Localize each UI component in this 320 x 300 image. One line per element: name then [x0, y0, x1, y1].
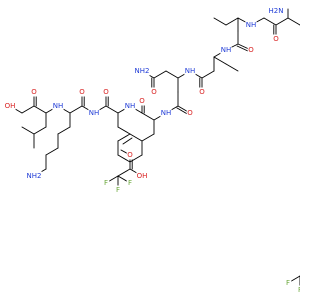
bond-32 [141, 133, 155, 142]
carbonyl-o-lys: O [79, 88, 85, 96]
carbonyl-o-ile1-bg [247, 45, 255, 55]
bond-65 [33, 126, 47, 135]
carbonyl-o-glu: O [103, 88, 109, 96]
peptide-structure-svg: H2NOOHNHONHONHONH2ONHONHONHONHOOHNH2OOHF… [4, 6, 300, 295]
tfa2-fluorine-1: F [286, 279, 290, 287]
amine-h2n-top-bg [268, 6, 284, 16]
bond-16 [225, 63, 239, 72]
bond-40 [122, 137, 133, 145]
amide-nh-3-bg [184, 66, 196, 76]
molecule-diagram: H2NOOHNHONHONHONH2ONHONHONHONHOOHNH2OOHF… [4, 6, 300, 295]
tfa1-hydroxyl-oh: OH [137, 172, 148, 180]
bond-57 [45, 147, 59, 156]
carbonyl-o-ile2-bg [198, 87, 206, 97]
amide-nh-6: NH [89, 109, 100, 117]
bond-layer [9, 8, 300, 291]
tfa1-carbonyl-o: O [127, 151, 133, 159]
bond-51 [69, 105, 83, 114]
carbonyl-o-ser: O [273, 35, 279, 43]
amine-h2n-top: H2N [269, 7, 284, 15]
amide-nh-6-bg [88, 108, 100, 118]
bond-41 [141, 112, 155, 121]
tfa1-carbonyl-o-bg [126, 150, 134, 160]
tfa1-fluorine-2-bg [114, 185, 122, 195]
amide-nh-5: NH [125, 102, 136, 110]
carboxyl-oh-leu-bg [4, 101, 16, 111]
bond-37 [117, 133, 131, 142]
bond-15 [213, 56, 227, 65]
bond-45 [105, 105, 119, 114]
bond-1 [287, 17, 300, 26]
carbonyl-o-glu-bg [102, 87, 110, 97]
carbonyl-o-lys-bg [78, 87, 86, 97]
bond-35 [117, 154, 131, 163]
carbonyl-o-phe-bg [138, 96, 146, 106]
amine-nh2-lys-bg [26, 171, 42, 181]
bond-38 [129, 133, 143, 142]
bond-18 [201, 70, 215, 79]
bond-23 [153, 70, 167, 79]
bond-67 [21, 126, 35, 135]
amide-nh-3: NH [185, 67, 196, 75]
carbonyl-o-asn-bg [186, 108, 194, 118]
tfa1-fluorine-1: F [104, 179, 108, 187]
carbonyl-o-ile2: O [199, 88, 205, 96]
amide-nh-4: NH [161, 109, 172, 117]
amide-nh-1-bg [245, 20, 257, 30]
bond-62 [21, 105, 35, 114]
bond-9 [213, 17, 227, 26]
carbonyl-o-asn: O [187, 109, 193, 117]
carbonyl-o-ile1: O [248, 46, 254, 54]
amide-nh-5-bg [124, 101, 136, 111]
bond-8 [225, 17, 239, 26]
amide-nh-7: NH [53, 102, 64, 110]
tfa1-fluorine-2: F [116, 186, 120, 194]
bond-55 [57, 126, 71, 135]
amine-nh2-lys: NH2 [27, 172, 42, 180]
tfa2-fluorine-2: F [298, 286, 300, 294]
tfa2-fluorine-2-bg [296, 285, 300, 295]
bond-0 [275, 17, 289, 26]
carbonyl-o-leu-bg [30, 87, 38, 97]
amide-nh2-asn-bg [134, 66, 150, 76]
bond-22 [165, 70, 179, 79]
carbonyl-o-asn-side-bg [150, 87, 158, 97]
tfa1-fluorine-3: F [128, 179, 132, 187]
amide-nh-2-bg [220, 45, 232, 55]
amide-nh2-asn: NH2 [135, 67, 150, 75]
tfa2-fluorine-1-bg [284, 278, 292, 288]
carbonyl-o-asn-side: O [151, 88, 157, 96]
tfa1-hydroxyl-oh-bg [136, 171, 148, 181]
tfa1-fluorine-1-bg [102, 178, 110, 188]
amide-nh-2: NH [221, 46, 232, 54]
bond-5 [263, 17, 277, 26]
carbonyl-o-ser-bg [272, 34, 280, 44]
atom-label-layer: H2NOOHNHONHONHONH2ONHONHONHONHOOHNH2OOHF… [4, 6, 300, 295]
carbonyl-o-phe: O [139, 97, 145, 105]
amide-nh-1: NH [246, 21, 257, 29]
bond-69 [117, 168, 131, 177]
tfa1-fluorine-3-bg [126, 178, 134, 188]
bond-49 [117, 126, 131, 135]
amide-nh-4-bg [160, 108, 172, 118]
carboxyl-oh-leu: OH [5, 102, 16, 110]
amide-nh-7-bg [52, 101, 64, 111]
bond-61 [33, 105, 47, 114]
carbonyl-o-leu: O [31, 88, 37, 96]
